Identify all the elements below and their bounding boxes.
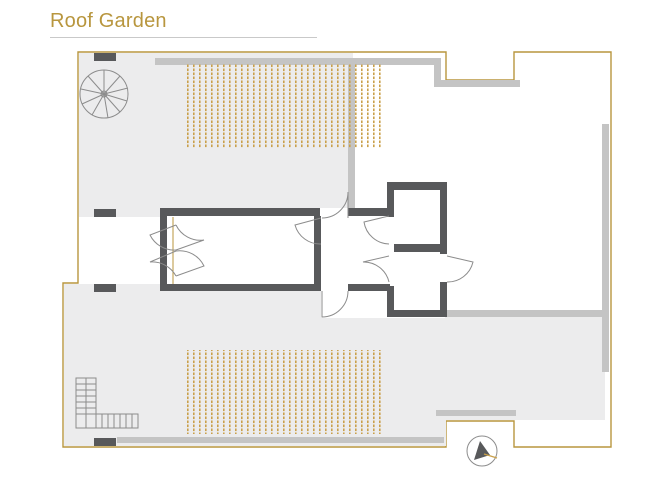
page-title: Roof Garden <box>50 10 167 32</box>
planter-upper <box>185 64 383 148</box>
straight-staircase-icon <box>75 377 139 429</box>
compass-north-icon <box>466 435 498 467</box>
title-underline <box>50 37 317 38</box>
interior-doors <box>294 191 474 318</box>
planter-lower <box>183 350 381 434</box>
spiral-staircase-icon <box>79 69 129 119</box>
wall-stubs <box>94 53 116 446</box>
core-walls <box>160 182 447 317</box>
double-swing-door <box>149 217 205 284</box>
